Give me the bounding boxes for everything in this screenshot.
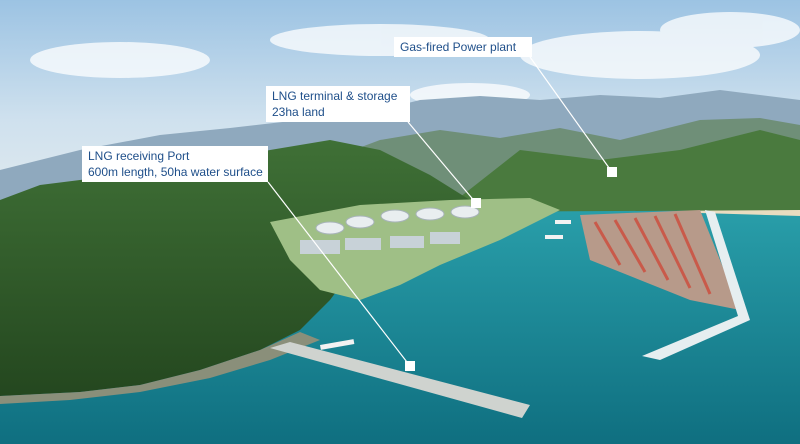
right-hills	[450, 130, 800, 212]
left-breakwater	[270, 342, 530, 418]
forested-headland	[0, 140, 470, 396]
storage-tanks	[315, 205, 480, 235]
warehouses	[300, 232, 460, 254]
power-plant-marker	[607, 167, 617, 177]
callout-lng-port-line2: 600m length, 50ha water surface	[88, 165, 263, 179]
port-marker	[405, 361, 415, 371]
callout-power-plant-line1: Gas-fired Power plant	[400, 40, 517, 54]
callout-lng-port: LNG receiving Port 600m length, 50ha wat…	[82, 146, 268, 182]
terminal-marker	[471, 198, 481, 208]
leader-lines	[267, 56, 613, 367]
container-yard	[580, 210, 740, 310]
terminal-land	[270, 198, 560, 300]
container-rows	[593, 213, 712, 295]
location-markers	[405, 167, 617, 371]
shoreline	[0, 332, 320, 404]
right-breakwater	[642, 210, 750, 360]
ships	[320, 220, 571, 350]
callout-lng-terminal: LNG terminal & storage 23ha land	[266, 86, 410, 122]
callout-lng-terminal-line1: LNG terminal & storage	[272, 89, 398, 103]
callout-lng-port-line1: LNG receiving Port	[88, 149, 190, 163]
callout-lng-terminal-line2: 23ha land	[272, 105, 325, 119]
callout-power-plant: Gas-fired Power plant	[394, 37, 532, 57]
